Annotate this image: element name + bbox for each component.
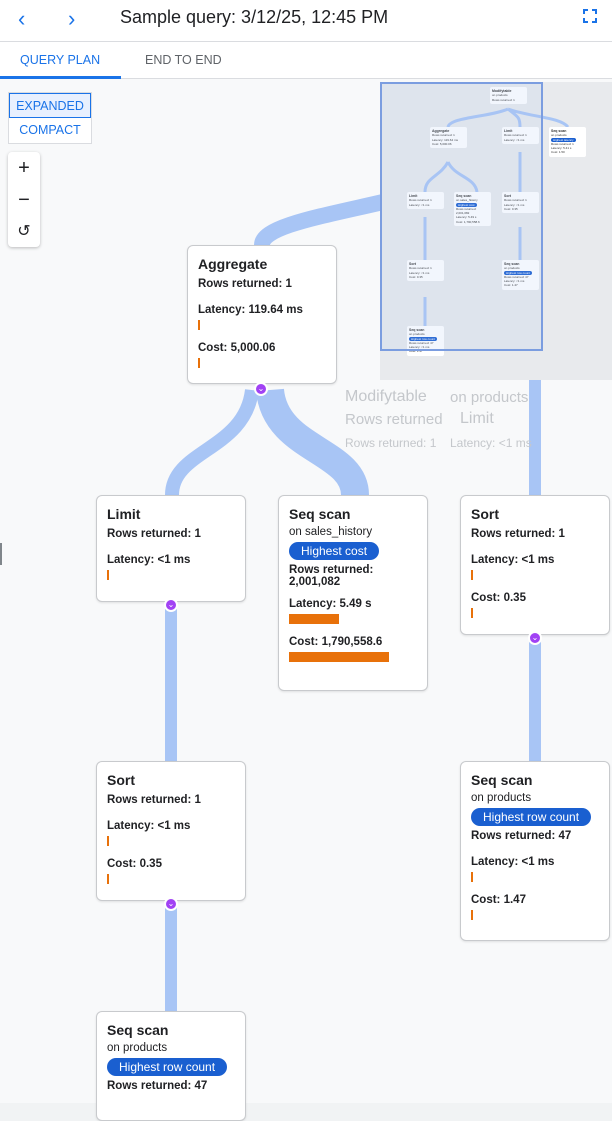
- view-toggle: EXPANDED COMPACT: [8, 92, 92, 144]
- reset-zoom-icon[interactable]: ↺: [17, 223, 31, 240]
- node-seq-scan-products-bottom[interactable]: Seq scan on products Highest row count R…: [96, 1011, 246, 1121]
- cost: Cost: 1,790,558.6: [289, 636, 383, 648]
- ghost-text: Latency: <1 ms: [450, 436, 532, 450]
- compact-button[interactable]: COMPACT: [19, 123, 81, 137]
- rows-returned: Rows returned: 47: [107, 1080, 208, 1092]
- highest-row-count-badge: Highest row count: [107, 1058, 228, 1076]
- latency-bar: [107, 836, 109, 846]
- node-title: Seq scan: [471, 772, 533, 788]
- node-sort-right[interactable]: Sort Rows returned: 1 Latency: <1 ms Cos…: [460, 495, 610, 635]
- node-limit[interactable]: Limit Rows returned: 1 Latency: <1 ms: [96, 495, 246, 602]
- node-title: Sort: [107, 772, 135, 788]
- table-name: on products: [471, 792, 532, 804]
- cost-bar: [198, 358, 200, 368]
- node-aggregate[interactable]: Aggregate Rows returned: 1 Latency: 119.…: [187, 245, 337, 384]
- cost-bar: [107, 874, 109, 884]
- node-title: Limit: [107, 506, 141, 522]
- back-chevron-icon[interactable]: ‹: [18, 6, 26, 31]
- page-title: Sample query: 3/12/25, 12:45 PM: [120, 7, 389, 27]
- latency-bar: [289, 614, 339, 624]
- cost: Cost: 5,000.06: [198, 342, 276, 354]
- rows-returned-label: Rows returned:: [289, 564, 374, 576]
- zoom-in-icon[interactable]: +: [18, 157, 30, 179]
- latency-bar: [471, 570, 473, 580]
- expand-chevron-icon[interactable]: ⌄: [528, 631, 542, 645]
- ghost-text: Rows returned: 1: [345, 436, 437, 450]
- node-title: Seq scan: [289, 506, 351, 522]
- expand-chevron-icon[interactable]: ⌄: [254, 382, 268, 396]
- expand-chevron-icon[interactable]: ⌄: [164, 598, 178, 612]
- ghost-text: Rows returned: [345, 411, 443, 428]
- latency-bar: [471, 872, 473, 882]
- expanded-button[interactable]: EXPANDED: [9, 93, 91, 118]
- node-title: Aggregate: [198, 256, 268, 272]
- cost: Cost: 0.35: [107, 858, 162, 870]
- rows-returned: Rows returned: 47: [471, 830, 572, 842]
- table-name: on sales_history: [289, 526, 373, 538]
- latency: Latency: 119.64 ms: [198, 304, 303, 316]
- rows-returned: Rows returned: 1: [107, 528, 201, 540]
- minimap-viewport[interactable]: [380, 82, 543, 351]
- minimap-edges: [423, 107, 570, 327]
- edge-aggregate-parent: [254, 190, 402, 248]
- ghost-title: Modifytable: [345, 388, 427, 405]
- table-name: on products: [107, 1042, 168, 1054]
- active-tab-indicator: [0, 76, 121, 79]
- ghost-text: Limit: [460, 410, 494, 427]
- latency: Latency: <1 ms: [107, 820, 191, 832]
- tab-end-to-end[interactable]: END TO END: [145, 53, 222, 67]
- cost: Cost: 1.47: [471, 894, 526, 906]
- cost-bar: [471, 608, 473, 618]
- rows-returned: Rows returned: 1: [198, 278, 292, 290]
- edge-aggregate-limit: [165, 388, 259, 496]
- zoom-controls: + − ↺: [8, 152, 40, 247]
- ghost-text: on products: [450, 389, 529, 406]
- header: ‹ › Sample query: 3/12/25, 12:45 PM: [0, 0, 612, 42]
- cost: Cost: 0.35: [471, 592, 526, 604]
- expand-chevron-icon[interactable]: ⌄: [164, 897, 178, 911]
- latency: Latency: <1 ms: [471, 554, 555, 566]
- node-sort-left[interactable]: Sort Rows returned: 1 Latency: <1 ms Cos…: [96, 761, 246, 901]
- latency: Latency: <1 ms: [107, 554, 191, 566]
- rows-returned: 2,001,082: [289, 576, 341, 588]
- forward-chevron-icon[interactable]: ›: [68, 6, 76, 31]
- latency-bar: [107, 570, 109, 580]
- node-seq-scan-sales-history[interactable]: Seq scan on sales_history Highest cost R…: [278, 495, 428, 691]
- cost-bar: [289, 652, 389, 662]
- node-title: Sort: [471, 506, 499, 522]
- node-seq-scan-products-right[interactable]: Seq scan on products Highest row count R…: [460, 761, 610, 941]
- latency: Latency: 5.49 s: [289, 598, 372, 610]
- rows-returned: Rows returned: 1: [107, 794, 201, 806]
- rows-returned: Rows returned: 1: [471, 528, 565, 540]
- cost-bar: [471, 910, 473, 920]
- latency-bar: [198, 320, 200, 330]
- scroll-handle[interactable]: [0, 543, 2, 565]
- node-title: Seq scan: [107, 1022, 169, 1038]
- fullscreen-icon[interactable]: [583, 9, 597, 23]
- zoom-out-icon[interactable]: −: [18, 189, 30, 211]
- highest-cost-badge: Highest cost: [289, 542, 380, 560]
- edge-aggregate-seqscan: [256, 387, 369, 497]
- tab-bar: QUERY PLAN END TO END: [0, 42, 612, 79]
- latency: Latency: <1 ms: [471, 856, 555, 868]
- highest-row-count-badge: Highest row count: [471, 808, 592, 826]
- tab-query-plan[interactable]: QUERY PLAN: [20, 53, 101, 67]
